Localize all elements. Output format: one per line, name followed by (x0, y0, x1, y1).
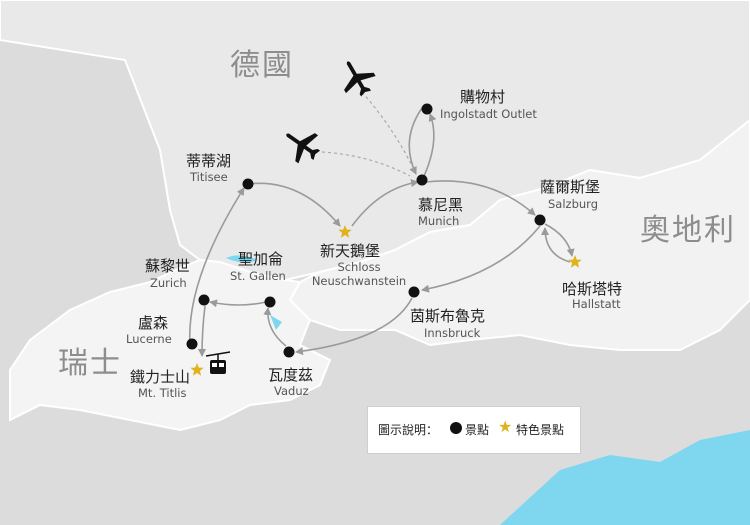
place-label: 慕尼黑 (418, 196, 464, 214)
place-label: 盧森 (138, 314, 169, 332)
place-label-en: Innsbruck (424, 326, 481, 340)
place-label-en: Munich (418, 214, 460, 228)
route-segment (423, 113, 437, 177)
place-label: 薩爾斯堡 (540, 178, 601, 196)
lake-constance (226, 255, 258, 263)
legend-spot-marker (450, 422, 462, 434)
legend-spot-label: 景點 (465, 423, 490, 437)
austria-region (288, 118, 750, 351)
place-label-en: Salzburg (548, 197, 598, 211)
switzerland-region (9, 258, 332, 432)
route-segment (544, 223, 575, 257)
place-label: 瓦度茲 (268, 366, 314, 384)
feature-marker-neuschwanstein (338, 225, 352, 238)
star-icon: ★ (498, 417, 513, 436)
place-label: 聖加侖 (238, 250, 284, 268)
place-label-en: Titisee (190, 170, 228, 184)
place-label-en: Hallstatt (572, 297, 621, 311)
spot-marker-titisee (242, 178, 254, 190)
route-segment (263, 307, 287, 347)
route-segment (198, 305, 207, 357)
route-segment (295, 297, 413, 356)
place-label: 蒂蒂湖 (186, 152, 232, 170)
place-label: 購物村 (460, 88, 506, 106)
spot-marker-vaduz (283, 346, 295, 358)
place-markers (186, 103, 582, 376)
route-lines (188, 107, 575, 357)
spot-marker-ingolstadt (421, 103, 433, 115)
country-label-switzerland: 瑞士 (58, 346, 122, 381)
spot-marker-munich (416, 174, 428, 186)
spot-marker-zurich (198, 294, 210, 306)
place-label-en: Lucerne (126, 332, 172, 346)
lake (610, 485, 700, 525)
route-segment (541, 227, 571, 263)
place-label-en: Mt. Titlis (138, 386, 187, 400)
map-legend: 圖示說明： 景點 ★ 特色景點 (367, 406, 581, 454)
place-label: 蘇黎世 (145, 257, 191, 275)
place-label-en: Ingolstadt Outlet (440, 107, 537, 121)
place-label-en: St. Gallen (230, 269, 286, 283)
flight-lines (321, 91, 415, 177)
feature-marker-titlis (190, 363, 204, 376)
place-label-en: Schloss Neuschwanstein (311, 260, 407, 288)
lake (270, 315, 282, 330)
spot-marker-salzburg (534, 214, 546, 226)
route-segment (188, 187, 245, 346)
route-segment (425, 180, 536, 216)
route-segment (209, 299, 267, 308)
place-label-en: Vaduz (274, 384, 309, 398)
cable-car-icon (205, 351, 231, 374)
route-segment (247, 182, 341, 227)
flight-path (361, 91, 415, 171)
place-label-en: Zurich (150, 276, 187, 290)
place-label: 茵斯布魯克 (410, 307, 486, 325)
route-segment (351, 179, 419, 227)
country-label-austria: 奧地利 (640, 213, 736, 248)
place-label: 新天鵝堡 (320, 242, 381, 260)
plane-icon (344, 61, 376, 97)
spot-marker-lucerne (186, 338, 198, 350)
legend-feature-label: 特色景點 (516, 423, 565, 437)
place-label: 哈斯塔特 (562, 280, 623, 298)
legend-title: 圖示說明： (378, 423, 439, 437)
place-label: 鐵力士山 (130, 368, 191, 386)
country-label-germany: 德國 (230, 48, 294, 83)
spot-marker-innsbruck (408, 286, 420, 298)
plane-icon (286, 133, 321, 164)
feature-marker-hallstatt (568, 255, 582, 268)
spot-marker-stgallen (264, 296, 276, 308)
route-segment (421, 225, 541, 293)
